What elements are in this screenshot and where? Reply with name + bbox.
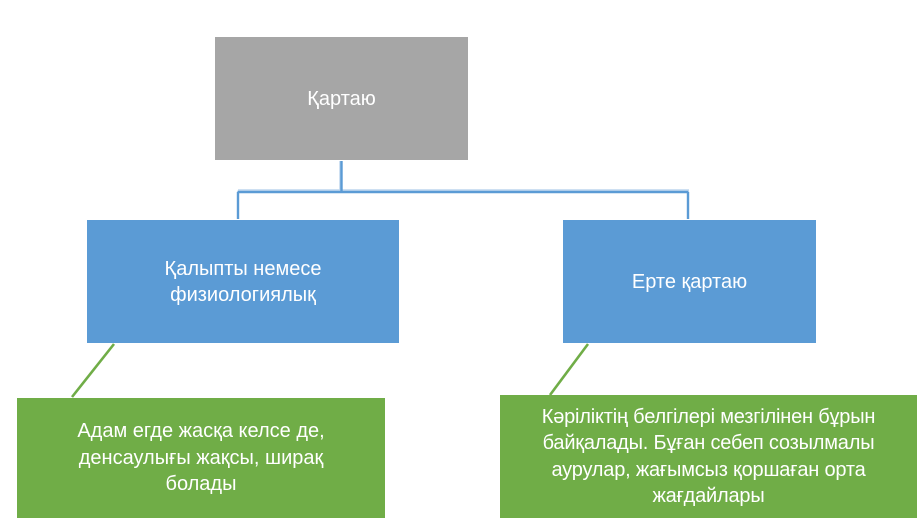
node-leaf-early-description: Кәріліктің белгілері мезгілінен бұрын ба…: [500, 395, 917, 518]
node-branch-early-aging: Ерте қартаю: [563, 220, 816, 343]
node-branch-normal-physiological: Қалыпты немесе физиологиялық: [87, 220, 399, 343]
node-root-label: Қартаю: [307, 87, 376, 110]
node-root-aging: Қартаю: [215, 37, 468, 160]
node-leaf-normal-description: Адам егде жасқа келсе де, денсаулығы жақ…: [17, 398, 385, 518]
connector-blue-tree: [236, 161, 690, 219]
connector-blue-highlight: [238, 161, 689, 191]
connector-green-right: [548, 343, 590, 396]
node-branch-label: Ерте қартаю: [631, 270, 748, 293]
node-leaf-label: Кәріліктің белгілері мезгілінен бұрын ба…: [541, 405, 876, 507]
node-leaf-label: Адам егде жасқа келсе де, денсаулығы жақ…: [77, 420, 325, 496]
node-branch-label: Қалыпты немесе физиологиялық: [164, 257, 322, 306]
connector-green-left: [70, 343, 116, 398]
